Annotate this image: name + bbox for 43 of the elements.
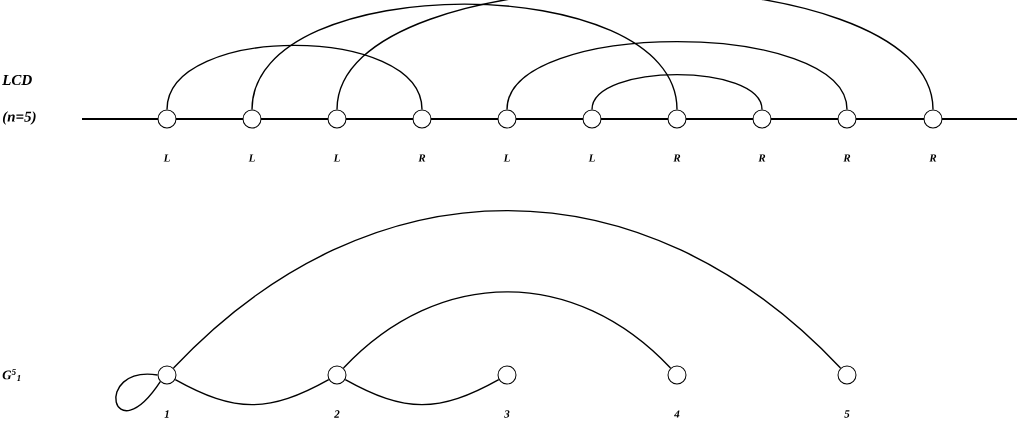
vertex-circle — [667, 365, 687, 385]
arc — [342, 291, 672, 369]
arc — [166, 44, 423, 111]
graph-label: LCD — [2, 74, 32, 86]
vertex-label: L — [503, 154, 510, 162]
arc — [115, 373, 161, 411]
vertex-label: 2 — [334, 410, 340, 418]
vertex-label: L — [248, 154, 255, 162]
vertex-circle — [327, 109, 347, 129]
vertex-label: R — [929, 154, 937, 162]
vertex-label: 5 — [844, 410, 850, 418]
vertex-label: R — [758, 154, 766, 162]
arc — [172, 209, 842, 369]
vertex-label: L — [163, 154, 170, 162]
vertex-circle — [412, 109, 432, 129]
vertex-label: R — [418, 154, 426, 162]
vertex-circle — [923, 109, 943, 129]
arc — [174, 378, 330, 406]
vertex-circle — [157, 365, 177, 385]
arc — [506, 40, 848, 111]
vertex-label: L — [333, 154, 340, 162]
vertex-label: 1 — [164, 410, 169, 418]
arc — [344, 378, 500, 406]
graph-label: (n=5) — [2, 111, 36, 125]
arc — [251, 3, 678, 111]
vertex-label: R — [673, 154, 681, 162]
arc — [591, 73, 763, 111]
vertex-circle — [667, 109, 687, 129]
vertex-circle — [837, 109, 857, 129]
vertex-label: L — [588, 154, 595, 162]
vertex-label: 3 — [504, 410, 510, 418]
vertex-label: 4 — [674, 410, 680, 418]
vertex-circle — [497, 365, 517, 385]
graph-label: G$^{5}$1 — [2, 368, 21, 382]
vertex-circle — [752, 109, 772, 129]
vertex-circle — [157, 109, 177, 129]
vertex-circle — [497, 109, 517, 129]
arc — [336, 0, 934, 111]
vertex-circle — [582, 109, 602, 129]
vertex-circle — [837, 365, 857, 385]
vertex-circle — [327, 365, 347, 385]
vertex-label: R — [843, 154, 851, 162]
vertex-circle — [242, 109, 262, 129]
